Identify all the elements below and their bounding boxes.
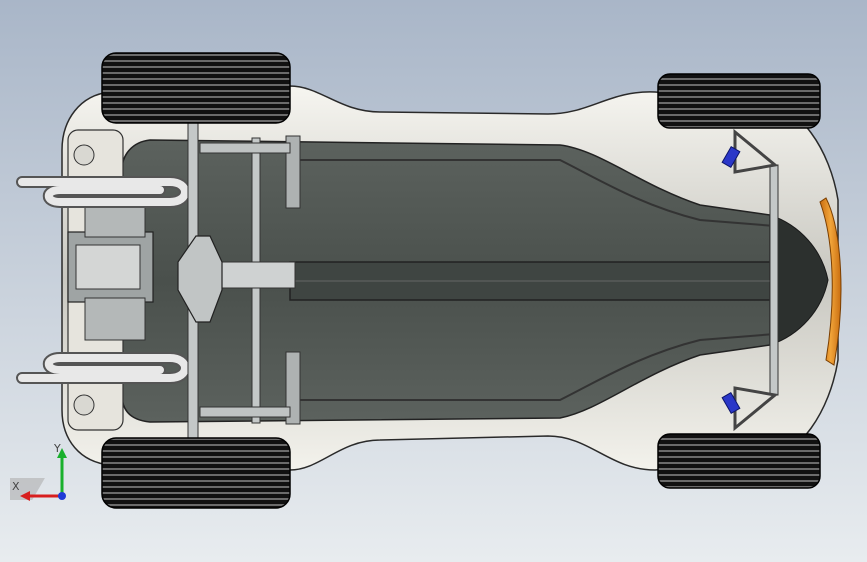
coordinate-triad: Y X	[10, 442, 67, 501]
exhaust-bottom	[16, 352, 191, 384]
differential	[177, 235, 223, 323]
front-nose	[769, 214, 829, 346]
triad-x-label: X	[12, 480, 20, 493]
frame-rail-left	[290, 159, 776, 227]
tire-rear-left	[101, 52, 291, 124]
tire-rear-right	[101, 437, 291, 509]
engine-intake-bottom	[84, 297, 146, 341]
rear-light-left	[73, 144, 95, 166]
triad-y-label: Y	[53, 442, 61, 455]
front-bumper-orange	[819, 197, 842, 366]
front-shock-bottom	[721, 392, 741, 414]
trailing-arm-bottom	[199, 406, 291, 418]
front-shock-top	[721, 146, 741, 168]
triad-z-axis	[58, 492, 66, 500]
frame-rail-right	[290, 333, 776, 401]
front-axle	[769, 164, 779, 396]
tire-front-right	[657, 433, 821, 489]
tire-front-left	[657, 73, 821, 129]
shock-mount-top	[285, 135, 301, 209]
rear-light-right	[73, 394, 95, 416]
shock-mount-bottom	[285, 351, 301, 425]
trailing-arm-top	[199, 142, 291, 154]
exhaust-top	[16, 176, 191, 208]
